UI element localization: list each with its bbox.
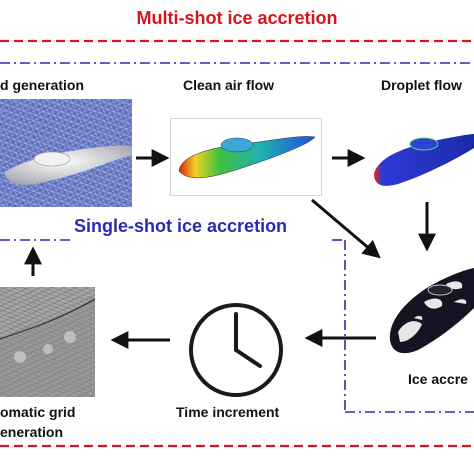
inner-loop-title: Single-shot ice accretion [74, 216, 288, 236]
aircraft-droplet-shape [374, 134, 474, 186]
auto-grid-label-line1: omatic grid [0, 404, 76, 420]
auto-grid-image [0, 287, 95, 397]
arrow-clean-air-to-ice [311, 198, 381, 259]
clock-icon [189, 303, 283, 397]
time-increment-label: Time increment [176, 404, 280, 420]
outer-loop-title: Multi-shot ice accretion [136, 8, 338, 28]
ice-accretion-image [384, 262, 474, 366]
grid-generation-label: d generation [0, 77, 85, 93]
aircraft-body-shape [4, 145, 132, 185]
grid-generation-image [0, 99, 132, 207]
aircraft-flow-shape [178, 136, 316, 179]
droplet-flow-label: Droplet flow [381, 77, 462, 93]
clean-air-flow-image [170, 118, 322, 196]
clean-air-flow-label: Clean air flow [183, 77, 275, 93]
ice-accretion-label: Ice accre [408, 371, 468, 387]
auto-grid-label-line2: eneration [0, 424, 64, 440]
droplet-flow-image [368, 118, 474, 194]
